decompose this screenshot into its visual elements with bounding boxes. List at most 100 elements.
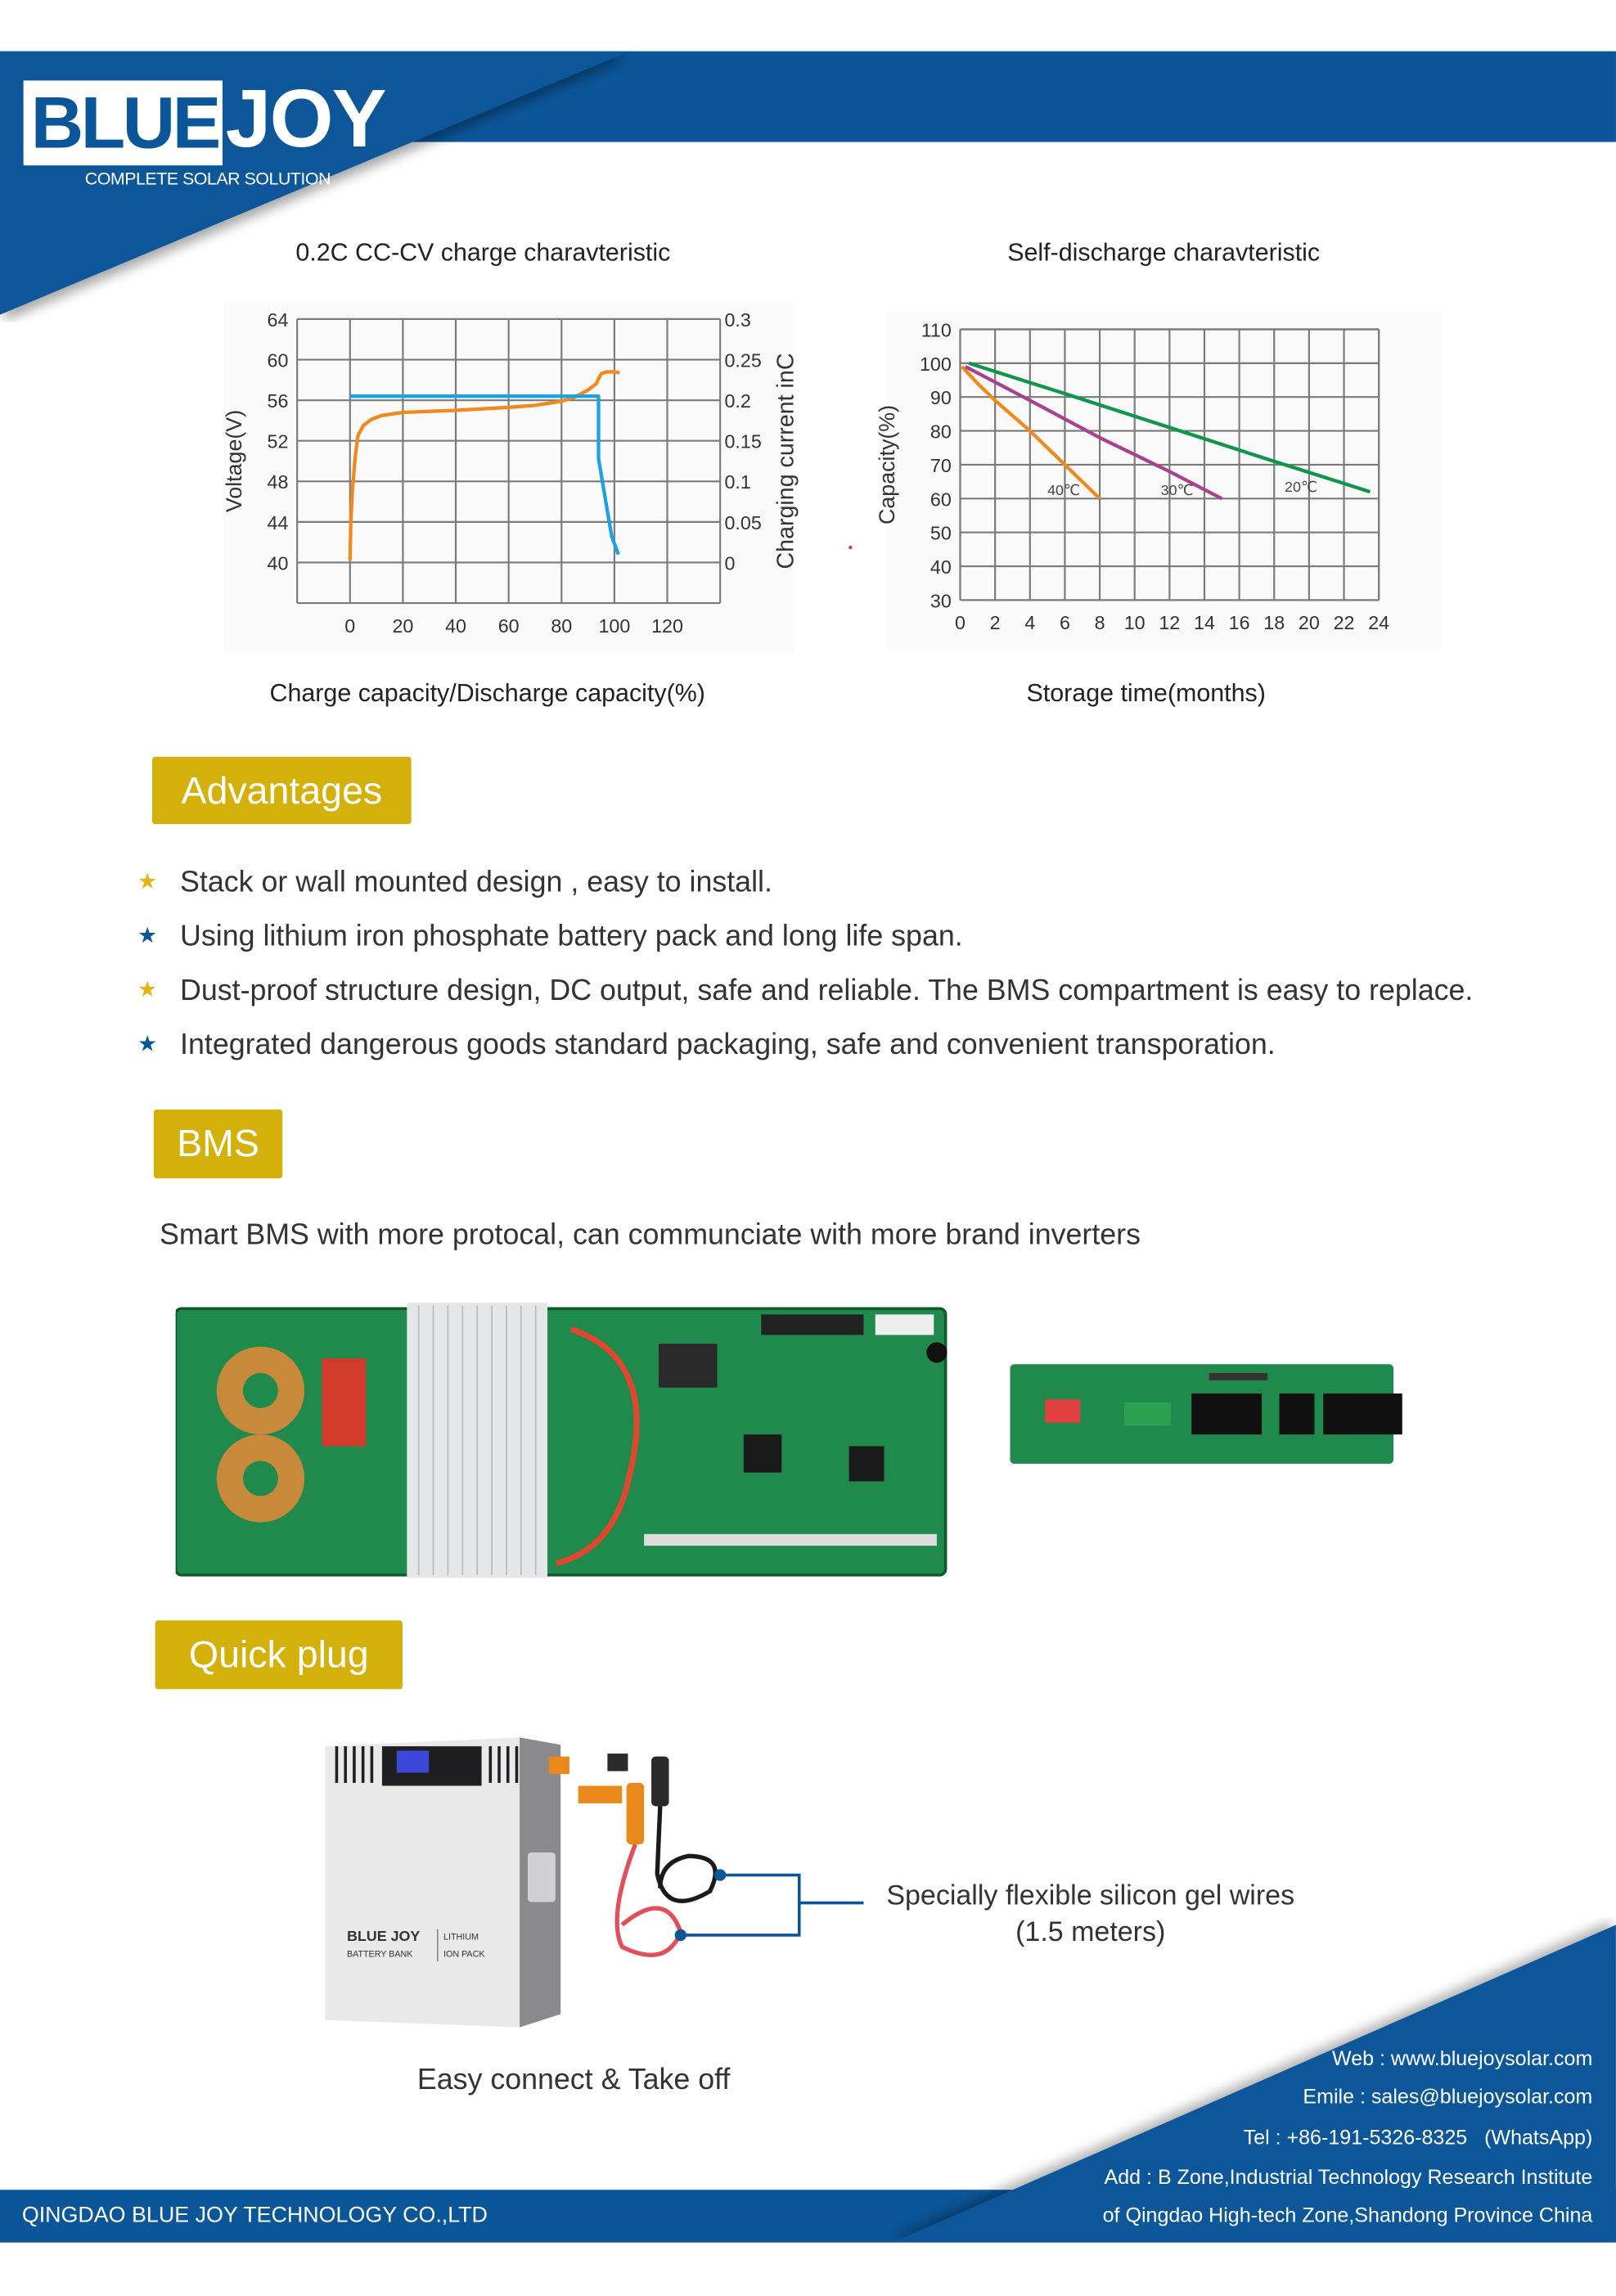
y2-tick-label: 0.2 (725, 390, 751, 412)
x-tick-label: 80 (551, 615, 572, 637)
logo-tagline: COMPLETE SOLAR SOLUTION (84, 168, 331, 189)
battery-brand-label: BLUE JOY (347, 1928, 420, 1944)
y-tick-label: 48 (268, 471, 289, 493)
chart-title: 0.2C CC-CV charge charavteristic (295, 238, 670, 266)
y-tick-label: 56 (268, 390, 289, 412)
y-tick-label: 44 (268, 512, 289, 533)
logo-blue: BLUE (23, 80, 223, 166)
bms-board-image (175, 1303, 948, 1578)
x-tick-label: 2 (990, 612, 1001, 633)
quick-plug-heading: Quick plug (155, 1620, 403, 1690)
advantage-text: Integrated dangerous goods standard pack… (180, 1029, 1276, 1061)
x-tick-label: 0 (955, 612, 966, 633)
y-tick-label: 80 (930, 421, 952, 443)
series-label: 40℃ (1047, 482, 1080, 498)
chart-title: Self-discharge charavteristic (1007, 238, 1320, 266)
bms-comm-board-image (1010, 1364, 1402, 1464)
battery-sub-label-1: LITHIUM (443, 1932, 479, 1942)
advantage-item: ★ Stack or wall mounted design , easy to … (137, 867, 772, 900)
wire-callout-bracket (674, 1869, 864, 1942)
advantage-text: Stack or wall mounted design , easy to i… (180, 867, 772, 899)
y-tick-label: 70 (930, 455, 952, 476)
x-tick-label: 6 (1060, 612, 1070, 633)
y-tick-label: 60 (268, 350, 289, 371)
advantages-heading: Advantages (152, 756, 412, 825)
x-tick-label: 20 (392, 615, 413, 637)
y-tick-label: 100 (920, 353, 952, 375)
x-tick-label: 24 (1368, 612, 1389, 633)
star-icon: ★ (137, 1032, 158, 1057)
star-icon: ★ (137, 923, 158, 949)
y-tick-label: 52 (268, 431, 289, 452)
wire-label-line2: (1.5 meters) (1015, 1917, 1166, 1949)
wire-label-line1: Specially flexible silicon gel wires (886, 1880, 1295, 1912)
x-tick-label: 16 (1229, 612, 1250, 633)
footer-address-1: Add : B Zone,Industrial Technology Resea… (1104, 2164, 1593, 2189)
logo-joy: JOY (225, 71, 387, 164)
footer-email[interactable]: Emile : sales@bluejoysolar.com (1303, 2084, 1593, 2109)
footer-tel: Tel : +86-191-5326-8325 (WhatsApp) (1243, 2125, 1593, 2150)
star-icon: ★ (137, 977, 158, 1003)
series-line-20 (968, 361, 1371, 494)
decor-red-dot (849, 546, 853, 549)
x-tick-label: 120 (651, 615, 683, 637)
x-tick-label: 14 (1194, 612, 1215, 633)
footer-diagonal (893, 1925, 1616, 2243)
x-tick-label: 4 (1024, 612, 1035, 633)
x-tick-label: 40 (445, 615, 466, 637)
series-line-40 (961, 365, 1101, 500)
y2-tick-label: 0.1 (725, 471, 751, 493)
y-tick-label: 50 (930, 523, 952, 544)
series-line-voltage (348, 370, 620, 561)
advantage-text: Using lithium iron phosphate battery pac… (180, 921, 963, 953)
y2-tick-label: 0 (725, 552, 736, 574)
x-tick-label: 10 (1124, 612, 1146, 633)
wire-description: Specially flexible silicon gel wires (1.… (863, 1878, 1317, 1951)
advantage-item: ★ Integrated dangerous goods standard pac… (137, 1029, 1276, 1063)
x-axis-label: Charge capacity/Discharge capacity(%) (270, 679, 705, 707)
footer-web[interactable]: Web : www.bluejoysolar.com (1332, 2046, 1593, 2070)
advantage-item: ★ Using lithium iron phosphate battery pa… (137, 921, 963, 954)
series-label: 30℃ (1161, 482, 1194, 498)
footer-address-2: of Qingdao High-tech Zone,Shandong Provi… (1102, 2203, 1593, 2226)
y2-tick-label: 0.15 (725, 431, 762, 452)
x-tick-label: 18 (1263, 612, 1285, 633)
battery-sub-label-2: BATTERY BANK (347, 1950, 413, 1960)
y-tick-label: 90 (930, 387, 952, 408)
x-tick-label: 0 (344, 615, 355, 637)
bms-description: Smart BMS with more protocal, can commun… (159, 1219, 1141, 1252)
advantage-text: Dust-proof structure design, DC output, … (180, 975, 1474, 1007)
y-tick-label: 40 (268, 552, 289, 574)
x-tick-label: 20 (1299, 612, 1320, 633)
y-tick-label: 30 (930, 590, 952, 611)
series-line-chargingcurrent (349, 394, 620, 556)
star-icon: ★ (137, 869, 158, 895)
x-axis-label: Storage time(months) (1027, 679, 1266, 707)
series-line-30 (964, 365, 1223, 501)
y2-axis-label: Charging current inC (773, 353, 799, 569)
x-tick-label: 8 (1095, 612, 1105, 633)
y2-tick-label: 0.05 (725, 512, 762, 533)
x-tick-label: 100 (598, 615, 630, 637)
y-tick-label: 60 (930, 488, 952, 510)
series-label: 20℃ (1285, 479, 1317, 495)
y-axis-label: Capacity(%) (875, 405, 899, 524)
advantage-item: ★ Dust-proof structure design, DC output,… (137, 975, 1473, 1008)
y-tick-label: 40 (930, 556, 952, 578)
quick-plug-caption: Easy connect & Take off (416, 2064, 731, 2096)
bms-heading: BMS (153, 1109, 283, 1179)
y2-tick-label: 0.25 (725, 350, 762, 371)
x-tick-label: 60 (498, 615, 520, 637)
battery-product-image: BLUE JOY LITHIUM BATTERY BANK ION PACK (325, 1737, 718, 2028)
x-tick-label: 12 (1159, 612, 1180, 633)
y2-tick-label: 0.3 (725, 309, 751, 331)
footer-company: QINGDAO BLUE JOY TECHNOLOGY CO.,LTD (21, 2203, 488, 2228)
y-tick-label: 64 (268, 309, 289, 331)
x-tick-label: 22 (1334, 612, 1355, 633)
y-axis-label: Voltage(V) (222, 410, 246, 512)
battery-sub-label-3: ION PACK (443, 1950, 485, 1960)
logo: BLUE JOY (23, 71, 387, 166)
